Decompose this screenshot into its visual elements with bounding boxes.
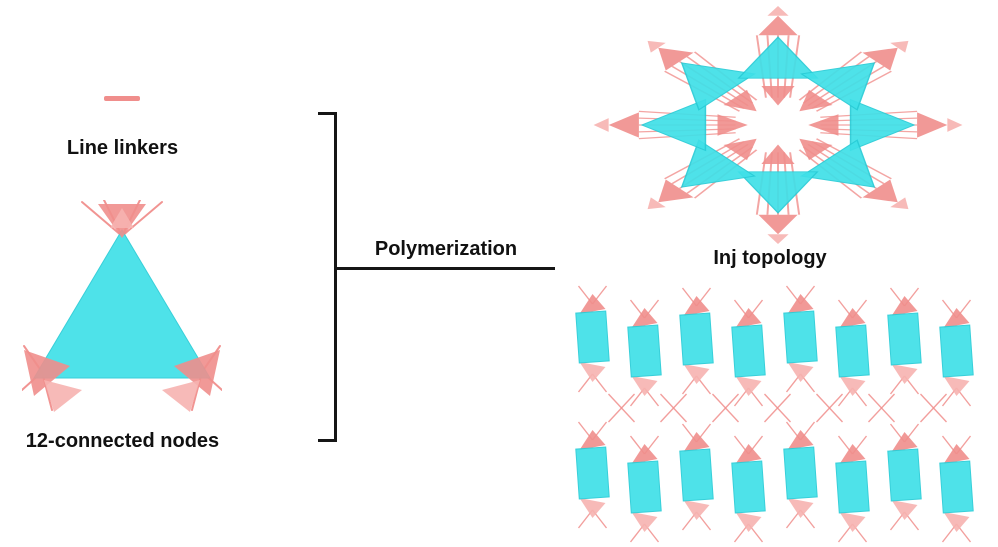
connected-nodes-label: 12-connected nodes xyxy=(25,430,220,452)
reaction-bracket xyxy=(318,112,337,442)
layered-structure-graphic xyxy=(568,276,994,544)
reaction-arrow xyxy=(337,267,555,270)
inj-topology-graphic xyxy=(592,6,964,244)
line-linkers-label: Line linkers xyxy=(66,137,179,159)
polymerization-label: Polymerization xyxy=(374,238,518,260)
node-structure-graphic xyxy=(22,200,222,412)
topology-label: Inj topology xyxy=(713,247,827,269)
line-linker-swatch xyxy=(104,96,140,101)
